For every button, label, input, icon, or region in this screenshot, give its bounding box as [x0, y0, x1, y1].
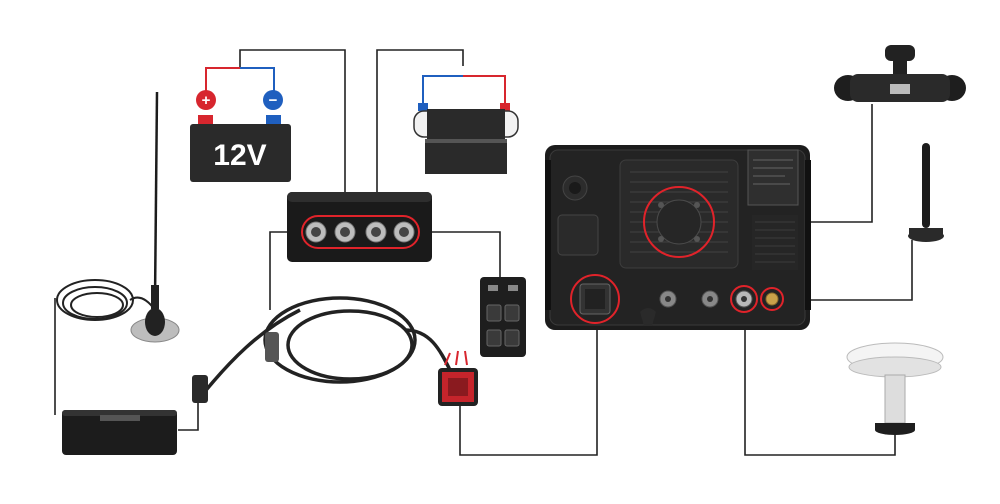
inverter-bottom [425, 142, 507, 174]
battery-voltage-label: 12V [213, 139, 266, 172]
wire-terminal-to-gnss [744, 318, 896, 456]
battery-minus-badge [263, 90, 283, 110]
battery-plus-label: + [202, 92, 211, 109]
wire-junction-to-switch [405, 231, 501, 278]
battery-blue-wire [240, 67, 275, 94]
junction-box-ports [305, 221, 415, 243]
gnss-receiver-icon [846, 342, 944, 435]
switch-panel-icon [480, 277, 526, 357]
battery-12v-icon: + − 12V [190, 67, 291, 182]
terminal-label-sticker [747, 149, 799, 206]
radio-antenna-icon [130, 91, 180, 343]
antenna-port-highlight [760, 287, 784, 311]
display-terminal-icon [545, 145, 811, 330]
wire-junction-to-battery [239, 49, 346, 222]
harness-connectors [192, 332, 279, 403]
magnetic-antenna-icon [908, 143, 944, 242]
inverter-icon [413, 75, 519, 174]
battery-minus-label: − [269, 92, 278, 109]
main-connector-highlight [570, 274, 620, 324]
gnss-port-highlight [730, 285, 758, 313]
wire-psu-to-cable [178, 402, 199, 431]
harness-cable-icon [196, 296, 452, 402]
wire-terminal-to-antenna [782, 240, 913, 301]
mount-point-highlight [643, 186, 715, 258]
ram-mount-icon [834, 45, 966, 102]
junction-ports-highlight [301, 215, 420, 249]
antenna-cable-coil [56, 279, 156, 321]
battery-body [190, 124, 291, 182]
junction-box-body [287, 192, 432, 262]
red-connector-icon [438, 350, 478, 406]
battery-plus-badge [196, 90, 216, 110]
junction-box-icon [287, 192, 432, 262]
battery-red-wire [205, 67, 240, 94]
power-supply-icon [62, 410, 177, 455]
wire-terminal-to-connector [459, 320, 598, 456]
wire-junction-to-inverter [376, 49, 464, 222]
